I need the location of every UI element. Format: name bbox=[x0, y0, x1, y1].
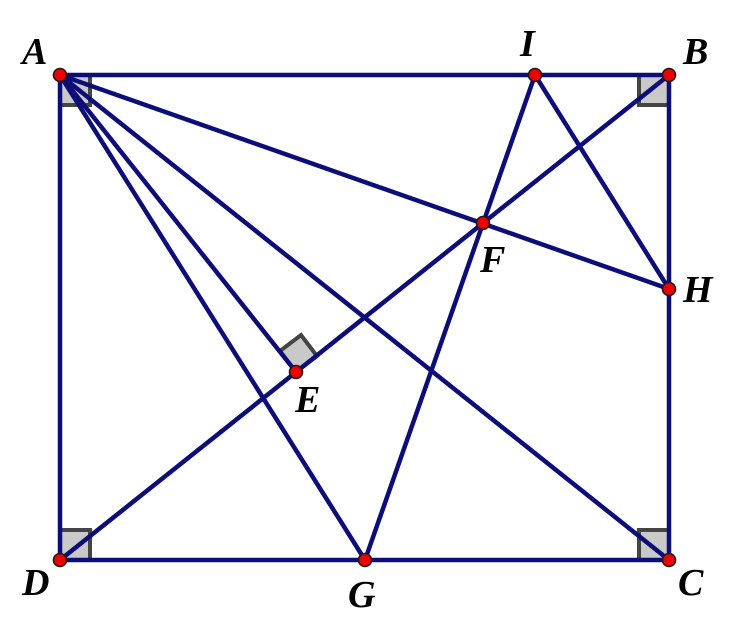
label-c: C bbox=[678, 562, 704, 604]
point-g bbox=[357, 552, 373, 568]
point-d bbox=[52, 552, 68, 568]
segment-ac bbox=[57, 72, 672, 563]
point-i bbox=[527, 67, 543, 83]
label-h: H bbox=[682, 269, 714, 311]
segments bbox=[57, 72, 672, 563]
label-g: G bbox=[348, 574, 376, 616]
label-i: I bbox=[519, 23, 536, 65]
point-b bbox=[661, 67, 677, 83]
point-f bbox=[475, 215, 491, 231]
label-f: F bbox=[479, 239, 505, 281]
point-c bbox=[661, 552, 677, 568]
point-h bbox=[661, 281, 677, 297]
point-labels: A I B F H E D G C bbox=[20, 23, 714, 616]
points bbox=[52, 67, 677, 568]
label-e: E bbox=[294, 379, 320, 421]
label-d: D bbox=[21, 562, 49, 604]
point-e bbox=[288, 364, 304, 380]
point-a bbox=[52, 67, 68, 83]
label-a: A bbox=[20, 31, 47, 73]
segment-ig bbox=[362, 72, 538, 563]
segment-ag bbox=[57, 72, 368, 563]
segment-ih bbox=[532, 72, 672, 292]
segment-ah bbox=[57, 72, 672, 292]
label-b: B bbox=[682, 31, 708, 73]
segment-ae bbox=[57, 72, 299, 375]
